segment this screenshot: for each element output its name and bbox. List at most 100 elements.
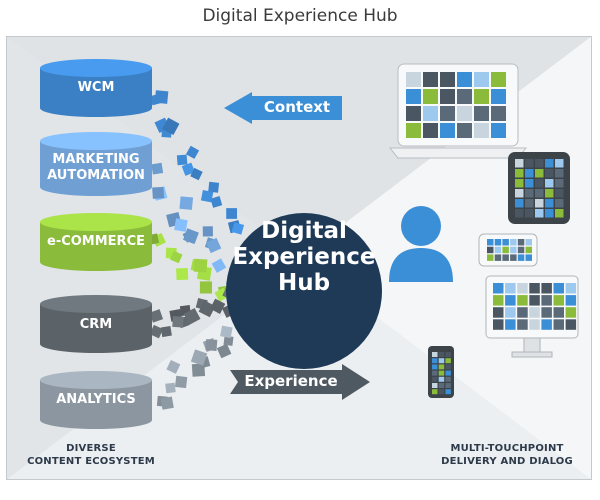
screen-tile [541,307,552,318]
screen-tile [438,364,445,370]
frame-border [6,36,592,480]
screen-tile [535,159,544,168]
screen-tile [515,199,524,208]
screen-tile [545,159,554,168]
screen-tile [515,169,524,178]
source-label-crm: CRM [79,317,113,332]
screen-tile [510,254,517,261]
screen-tile [457,106,472,121]
screen-tile [515,209,524,218]
screen-tile [438,389,445,395]
data-square [190,349,208,366]
screen-tile [541,319,552,330]
database-ecommerce-icon [40,213,152,271]
screen-tile [565,307,577,318]
screen-tile [487,254,494,261]
data-square [174,375,188,389]
screen-tile [525,179,534,188]
screen-tile [423,106,438,121]
data-square [152,186,165,199]
data-square [170,250,183,264]
screen-tile [432,389,438,395]
feature-phone-icon [428,346,454,398]
screen-tile [555,159,564,168]
data-square [174,218,188,232]
page-title: Digital Experience Hub [202,6,398,26]
data-square [190,167,203,181]
experience-arrow [230,364,370,400]
data-square [208,181,220,193]
screen-tile [487,239,494,246]
screen-tile [493,295,504,306]
screen-tile [525,209,534,218]
screen-tile [474,106,489,121]
screen-tile [525,246,532,254]
screen-tile [406,123,421,138]
hub-label: Digital Experience Hub [232,218,376,296]
data-square [172,316,184,328]
screen-tile [555,209,564,218]
smartphone-landscape-icon [478,233,538,267]
screen-tile [565,283,577,294]
data-square [165,382,176,394]
screen-tile [432,383,438,388]
data-square [206,237,222,254]
screen-tile [502,246,509,254]
data-square [200,189,214,203]
screen-tile [517,239,525,246]
screen-tile [493,283,504,294]
screen-tile [440,106,455,121]
database-wcm-icon [40,59,152,117]
data-square [162,117,180,136]
data-square [176,267,189,281]
screen-tile [423,123,438,138]
screen-tile [423,89,438,104]
screen-tile [432,358,438,364]
screen-tile [525,169,534,178]
user-icon [389,206,453,282]
screen-tile [406,89,421,104]
screen-tile [517,295,528,306]
screen-tile [541,283,552,294]
screen-tile [541,295,552,306]
screen-tile [445,370,451,376]
screen-tile [423,72,438,87]
screen-tile [545,169,554,178]
data-square [226,208,238,219]
data-square [205,339,218,351]
data-square [160,396,174,410]
screen-tile [438,383,445,388]
screen-tile [445,364,451,370]
screen-tile [502,254,509,261]
screen-tile [474,123,489,138]
screen-tile [525,159,534,168]
screen-tile [491,106,506,121]
data-square [149,309,164,323]
screen-tile [505,307,516,318]
screen-tile [445,358,451,364]
screen-tile [515,189,524,198]
screen-tile [438,370,445,376]
screen-tile [432,376,438,382]
data-square [154,90,169,104]
database-crm-icon [40,295,152,353]
screen-tile [510,246,517,254]
screen-tile [525,254,532,261]
screen-tile [529,307,540,318]
screen-tile [555,189,564,198]
screen-tile [517,319,528,330]
data-square [166,359,181,374]
screen-tile [445,389,451,395]
screen-tile [555,179,564,188]
data-square [183,308,201,325]
data-square [185,145,200,159]
screen-tile [457,89,472,104]
screen-tile [493,307,504,318]
screen-tile [535,169,544,178]
data-square [193,258,208,273]
database-marketing-automation-icon [40,132,152,196]
screen-tile [553,319,564,330]
hub-circle [226,213,382,369]
screen-tile [565,295,577,306]
screen-tile [525,239,532,246]
